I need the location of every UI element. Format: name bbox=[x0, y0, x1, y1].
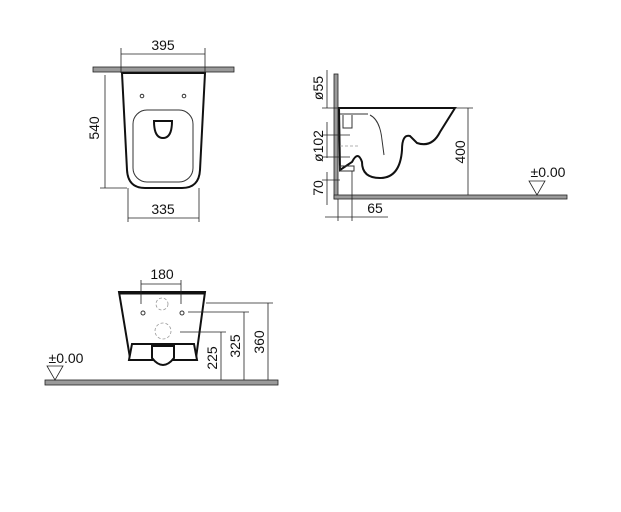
level-triangle-icon bbox=[528, 180, 546, 196]
bowl-profile bbox=[337, 107, 457, 180]
fixing-hole bbox=[139, 93, 145, 99]
dim-height-325: 325 bbox=[227, 334, 243, 358]
front-view: 180 225 325 360 ±0.00 bbox=[44, 266, 279, 386]
bowl-foot bbox=[151, 345, 175, 366]
bowl-opening bbox=[152, 120, 174, 140]
trap-line bbox=[369, 114, 385, 156]
fixing-hole bbox=[181, 93, 187, 99]
dim-diameter-102: ø102 bbox=[310, 130, 326, 162]
side-view: ø55 ø102 70 65 400 ±0.00 bbox=[310, 70, 568, 221]
floor-level-label: ±0.00 bbox=[531, 164, 566, 180]
top-view: 395 540 335 bbox=[86, 37, 235, 222]
dim-hole-spacing: 180 bbox=[150, 266, 174, 282]
dim-width-bottom: 335 bbox=[151, 201, 175, 217]
outlet bbox=[339, 165, 355, 172]
floor-line bbox=[333, 194, 568, 200]
floor-level-label: ±0.00 bbox=[49, 350, 84, 366]
dim-height-400: 400 bbox=[452, 140, 468, 164]
dim-height-225: 225 bbox=[204, 346, 220, 370]
dim-height-360: 360 bbox=[251, 330, 267, 354]
dim-width-top: 395 bbox=[151, 37, 175, 53]
dim-length: 540 bbox=[86, 116, 102, 140]
seat-outline bbox=[132, 109, 194, 183]
wall-bar bbox=[92, 66, 235, 73]
level-triangle-icon bbox=[46, 365, 64, 381]
dim-diameter-55: ø55 bbox=[310, 76, 326, 100]
dim-height-70: 70 bbox=[310, 180, 326, 196]
dim-offset-65: 65 bbox=[367, 200, 383, 216]
floor-line bbox=[44, 379, 279, 386]
